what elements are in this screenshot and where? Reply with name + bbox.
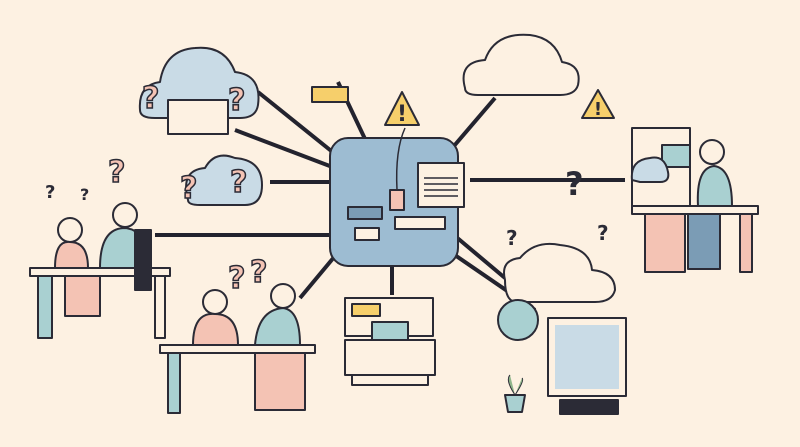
cloud-icon: [462, 33, 580, 96]
chat-bubble-icon: [497, 299, 539, 341]
svg-text:!: !: [397, 102, 407, 127]
left-desk-scene: [29, 202, 171, 339]
server-icon: [394, 216, 446, 230]
computer-monitor-icon: [497, 299, 627, 415]
svg-text:?: ?: [108, 155, 125, 190]
server-icon: [354, 227, 380, 241]
warning-icon: !: [384, 91, 420, 127]
svg-text:?: ?: [180, 171, 197, 206]
right-desk-scene: [630, 127, 759, 273]
printer-machine: [344, 297, 436, 386]
svg-text:?: ?: [45, 182, 55, 203]
svg-text:?: ?: [230, 165, 247, 200]
chat-bubble-icon: [351, 303, 381, 317]
svg-text:?: ?: [565, 165, 584, 203]
plant-icon: [504, 394, 526, 413]
svg-text:?: ?: [597, 221, 609, 245]
svg-text:?: ?: [506, 226, 518, 250]
warning-icon: !: [581, 89, 615, 120]
cloud-icon: [138, 46, 260, 135]
svg-text:!: !: [594, 99, 602, 120]
svg-text:?: ?: [250, 255, 267, 290]
document-icon: [417, 162, 465, 208]
chat-bubble-icon: [311, 86, 349, 103]
question-mark-icon: ? ? ? ? ?: [45, 165, 609, 250]
svg-text:?: ?: [228, 261, 245, 296]
central-hub: [329, 127, 465, 267]
server-icon: [347, 206, 383, 220]
question-mark-icon: ? ? ? ? ? ? ?: [107, 80, 268, 297]
bottom-left-desk-scene: [159, 283, 316, 414]
cloud-icon: [185, 154, 263, 206]
svg-text:?: ?: [80, 185, 89, 204]
svg-text:?: ?: [228, 83, 245, 118]
svg-text:?: ?: [142, 81, 159, 116]
